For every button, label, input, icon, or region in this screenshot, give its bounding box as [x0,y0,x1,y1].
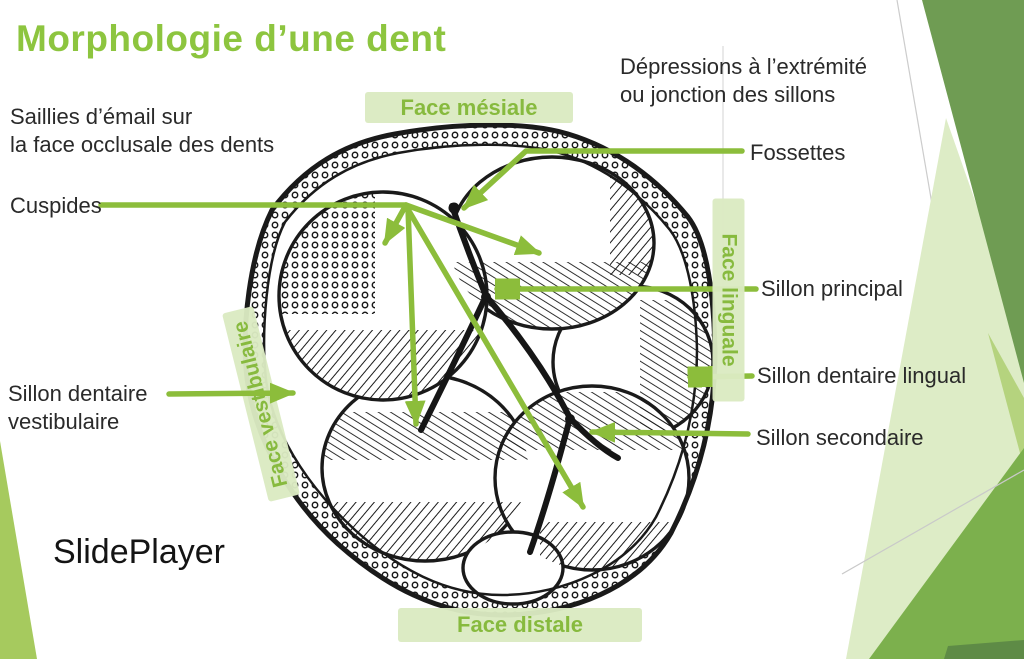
face-distale-label: Face distale [457,612,583,637]
face-distale-box: Face distale [398,608,642,642]
arrow-fossettes [461,148,745,211]
callout-sillon-principal: Sillon principal [761,276,903,301]
face-mesiale-box: Face mésiale [365,92,573,123]
arrow-cuspide-1 [382,202,409,246]
arrow-cuspide-2 [403,202,542,256]
callout-sdv-line1: Sillon dentaire [8,381,148,406]
callout-sillon-secondaire: Sillon secondaire [756,425,924,450]
arrow-cuspide-3 [404,205,426,427]
slideplayer-watermark: SlidePlayer [53,533,225,571]
arrow-sillon-secondaire [589,421,751,443]
callout-depressions-line2: ou jonction des sillons [620,82,836,107]
callout-saillies-line1: Saillies d’émail sur [10,104,193,129]
callout-depressions-line1: Dépressions à l’extrémité [620,54,867,79]
callout-depressions: Dépressions à l’extrémité ou jonction de… [620,53,867,109]
arrow-cuspide-4 [403,203,586,510]
callout-sillon-dentaire-vestibulaire: Sillon dentaire vestibulaire [8,380,147,436]
callout-cuspides: Cuspides [10,193,102,218]
callout-sillon-dentaire-lingual: Sillon dentaire lingual [757,363,967,388]
callout-saillies: Saillies d’émail sur la face occlusale d… [10,103,274,159]
callout-sdv-line2: vestibulaire [8,409,120,434]
callout-saillies-line2: la face occlusale des dents [10,132,275,157]
page-title: Morphologie d’une dent [16,18,447,59]
face-mesiale-label: Face mésiale [400,94,538,120]
arrow-sillon-dentaire-vestibulaire [166,382,296,404]
callout-fossettes: Fossettes [750,140,846,165]
